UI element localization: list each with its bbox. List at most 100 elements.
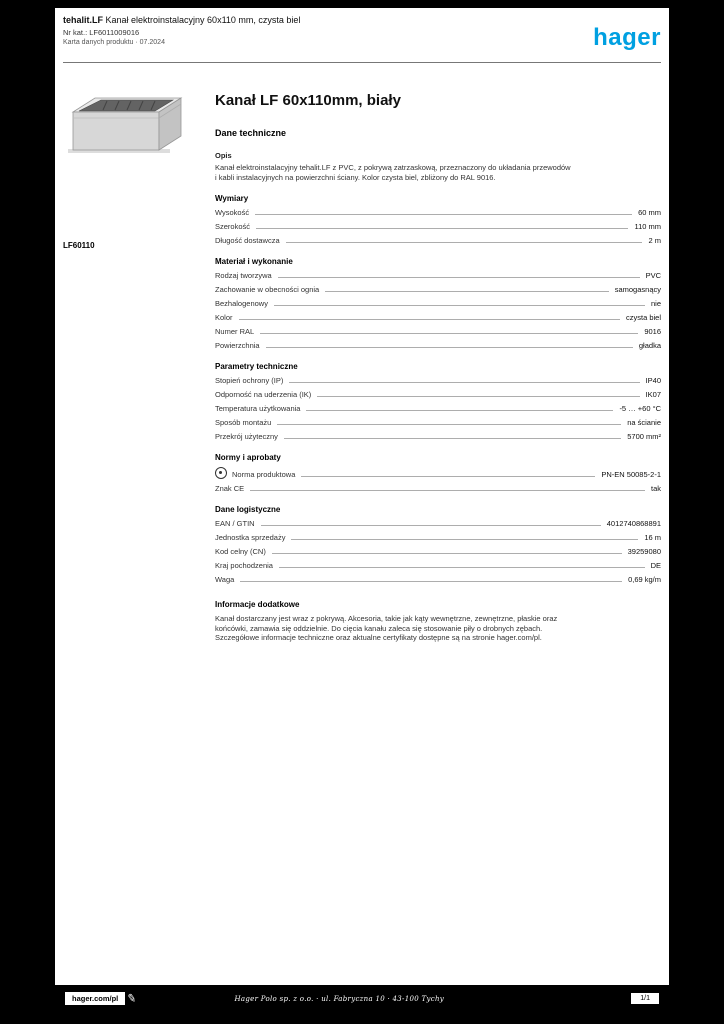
document-header: tehalit.LF Kanał elektroinstalacyjny 60x…	[63, 15, 483, 46]
spec-label: Norma produktowa	[232, 470, 296, 479]
spec-value: DE	[650, 561, 661, 570]
spec-value: PN-EN 50085-2-1	[601, 470, 661, 479]
spec-value: 110 mm	[634, 222, 661, 231]
footer-website-link[interactable]: hager.com/pl	[65, 992, 126, 1005]
section-header: Parametry techniczne	[215, 362, 298, 371]
spec-label: Jednostka sprzedaży	[215, 533, 286, 542]
spec-label: Bezhalogenowy	[215, 299, 268, 308]
spec-label: Szerokość	[215, 222, 251, 231]
spec-row: Długość dostawcza 2 m	[215, 236, 661, 245]
content-column: Kanał LF 60x110mm, biały Dane techniczne…	[215, 92, 661, 643]
spec-value: 16 m	[644, 533, 661, 542]
leader-line	[255, 213, 633, 215]
spec-row: Przekrój użyteczny 5700 mm²	[215, 432, 661, 441]
leader-line	[285, 241, 643, 243]
leader-line	[256, 227, 629, 229]
spec-row: Zachowanie w obecności ognia samogasnący	[215, 285, 661, 294]
leader-line	[273, 304, 645, 306]
spec-label: Znak CE	[215, 484, 245, 493]
approval-icon	[215, 467, 227, 479]
spec-value: IP40	[645, 376, 661, 385]
spec-label: Powierzchnia	[215, 341, 260, 350]
section-header: Dane logistyczne	[215, 505, 281, 514]
note-line: Szczegółowe informacje techniczne oraz a…	[215, 633, 542, 642]
footer-bar: hager.com/pl ✎ Hager Polo sp. z o.o. · u…	[55, 985, 669, 1012]
section-header: Materiał i wykonanie	[215, 257, 293, 266]
spec-label: Stopień ochrony (IP)	[215, 376, 284, 385]
spec-label: Długość dostawcza	[215, 236, 280, 245]
spec-row: Stopień ochrony (IP) IP40	[215, 376, 661, 385]
spec-row: Odporność na uderzenia (IK)IK07	[215, 390, 661, 399]
leader-line	[283, 437, 622, 439]
hager-logo: hager	[593, 24, 661, 51]
spec-row: Norma produktowa PN-EN 50085-2-1	[215, 467, 661, 479]
pen-icon: ✎	[126, 992, 138, 1006]
header-divider	[63, 62, 661, 63]
leader-line	[260, 332, 639, 334]
leader-line	[250, 489, 645, 491]
spec-row: Kod celny (CN) 39259080	[215, 547, 661, 556]
spec-value: PVC	[645, 271, 661, 280]
spec-label: Odporność na uderzenia (IK)	[215, 390, 312, 399]
trunking-illustration	[68, 97, 183, 153]
spec-label: Przekrój użyteczny	[215, 432, 278, 441]
description-label: Opis	[215, 151, 232, 160]
notes-block: Informacje dodatkowe Kanał dostarczany j…	[215, 600, 661, 643]
leader-line	[265, 346, 633, 348]
spec-value: 39259080	[627, 547, 661, 556]
leader-line	[240, 580, 623, 582]
spec-row: Temperatura użytkowania-5 … +60 °C	[215, 404, 661, 413]
section-header: Normy i aprobaty	[215, 453, 281, 462]
leader-line	[291, 538, 639, 540]
spec-row: Szerokość 110 mm	[215, 222, 661, 231]
spec-row: Wysokość 60 mm	[215, 208, 661, 217]
spec-label: Rodzaj tworzywa	[215, 271, 272, 280]
spec-row: Waga 0,69 kg/m	[215, 575, 661, 584]
note-line: Kanał dostarczany jest wraz z pokrywą. A…	[215, 614, 558, 623]
spec-value: -5 … +60 °C	[619, 404, 661, 413]
leader-line	[260, 524, 601, 526]
spec-value: 60 mm	[638, 208, 661, 217]
spec-label: Kod celny (CN)	[215, 547, 266, 556]
notes-text: Kanał dostarczany jest wraz z pokrywą. A…	[215, 614, 661, 643]
leader-line	[301, 475, 596, 477]
description-line: i kabli instalacyjnych na powierzchni śc…	[215, 172, 496, 182]
description-line: Kanał elektroinstalacyjny tehalit.LF z P…	[215, 163, 571, 172]
spec-label: EAN / GTIN	[215, 519, 255, 528]
spec-value: 5700 mm²	[627, 432, 661, 441]
spec-value: 0,69 kg/m	[628, 575, 661, 584]
spec-value: 2 m	[648, 236, 661, 245]
description-text: Kanał elektroinstalacyjny tehalit.LF z P…	[215, 163, 661, 182]
spec-label: Waga	[215, 575, 235, 584]
spec-value: na ścianie	[627, 418, 661, 427]
document-info: Karta danych produktu · 07.2024	[63, 39, 165, 46]
leader-line	[325, 290, 609, 292]
spec-value: 9016	[644, 327, 661, 336]
spec-label: Kraj pochodzenia	[215, 561, 273, 570]
leader-line	[277, 276, 640, 278]
spec-label: Wysokość	[215, 208, 250, 217]
leader-line	[306, 409, 614, 411]
leader-line	[271, 552, 622, 554]
spec-value: samogasnący	[614, 285, 661, 294]
document-title: tehalit.LF Kanał elektroinstalacyjny 60x…	[63, 15, 483, 25]
spec-row: Sposób montażu na ścianie	[215, 418, 661, 427]
leader-line	[289, 381, 640, 383]
spec-row: Rodzaj tworzywa PVC	[215, 271, 661, 280]
note-line: końcówki, zamawia się oddzielnie. Do cię…	[215, 623, 543, 633]
section-header: Wymiary	[215, 194, 249, 203]
spec-label: Sposób montażu	[215, 418, 272, 427]
spec-value: 4012740868891	[606, 519, 661, 528]
spec-row: EAN / GTIN 4012740868891	[215, 519, 661, 528]
spec-value: czysta biel	[625, 313, 661, 322]
document-subtitle: Nr kat.: LF6011009016	[63, 28, 140, 37]
notes-heading: Informacje dodatkowe	[215, 600, 300, 609]
footer-address: Hager Polo sp. z o.o. · ul. Fabryczna 10…	[234, 994, 445, 1003]
spec-label: Zachowanie w obecności ognia	[215, 285, 320, 294]
